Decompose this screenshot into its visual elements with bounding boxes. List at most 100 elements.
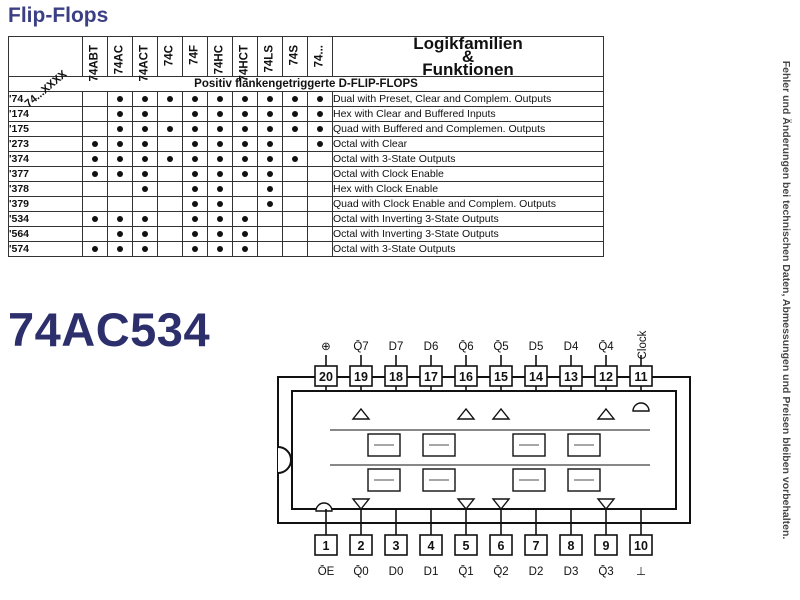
available-dot xyxy=(267,185,273,192)
available-dot xyxy=(217,200,223,207)
availability-cell xyxy=(282,211,308,227)
availability-cell xyxy=(107,151,133,167)
availability-cell xyxy=(132,106,158,122)
availability-cell xyxy=(207,121,233,137)
available-dot xyxy=(192,95,198,102)
available-dot xyxy=(142,185,148,192)
pin-label: Q̄2 xyxy=(493,565,508,578)
pin-number: 8 xyxy=(568,539,575,553)
availability-cell xyxy=(207,151,233,167)
pin-number: 6 xyxy=(498,539,505,553)
pin-label: ⊕ xyxy=(321,341,331,353)
available-dot xyxy=(217,110,223,117)
availability-cell xyxy=(282,181,308,197)
available-dot xyxy=(192,185,198,192)
availability-cell xyxy=(157,106,183,122)
function-description: Octal with Inverting 3-State Outputs xyxy=(332,211,604,227)
available-dot xyxy=(292,155,298,162)
family-header: 74ABT xyxy=(82,36,108,81)
pin-18 xyxy=(384,365,408,387)
output-buffer xyxy=(491,407,511,420)
pin-number: 4 xyxy=(428,539,435,553)
availability-cell xyxy=(107,211,133,227)
availability-cell xyxy=(157,181,183,197)
availability-cell xyxy=(232,166,258,182)
availability-cell xyxy=(307,166,333,182)
availability-cell xyxy=(257,151,283,167)
availability-cell xyxy=(82,151,108,167)
device-code: '574 xyxy=(8,241,83,257)
available-dot xyxy=(217,185,223,192)
available-dot xyxy=(242,140,248,147)
availability-cell xyxy=(182,136,208,152)
available-dot xyxy=(142,95,148,102)
header-logikfamilien: Logikfamilien & Funktionen xyxy=(332,35,604,78)
available-dot xyxy=(317,125,323,132)
pin-label: D5 xyxy=(529,341,544,353)
availability-cell xyxy=(182,121,208,137)
pin-8 xyxy=(559,534,583,556)
family-header: 74LS xyxy=(257,36,283,77)
availability-cell xyxy=(232,151,258,167)
available-dot xyxy=(192,200,198,207)
ic-inner-frame xyxy=(291,390,677,510)
availability-cell xyxy=(257,181,283,197)
availability-cell xyxy=(257,91,283,107)
availability-cell xyxy=(232,181,258,197)
availability-cell xyxy=(157,226,183,242)
available-dot xyxy=(167,95,173,102)
availability-cell xyxy=(232,196,258,212)
available-dot xyxy=(117,230,123,237)
available-dot xyxy=(142,245,148,252)
output-buffer xyxy=(491,498,511,511)
pin-label: D7 xyxy=(389,341,404,353)
device-code: '379 xyxy=(8,196,83,212)
available-dot xyxy=(167,125,173,132)
available-dot xyxy=(117,155,123,162)
available-dot xyxy=(142,155,148,162)
available-dot xyxy=(217,215,223,222)
availability-cell xyxy=(207,181,233,197)
availability-cell xyxy=(132,91,158,107)
pin-number: 7 xyxy=(533,539,540,553)
available-dot xyxy=(167,155,173,162)
family-header: 74HC xyxy=(207,36,233,77)
device-code: '377 xyxy=(8,166,83,182)
availability-cell xyxy=(107,181,133,197)
pin-label: Q̄6 xyxy=(458,340,473,353)
availability-cell xyxy=(157,241,183,257)
pin-number: 9 xyxy=(603,539,610,553)
pin-15 xyxy=(489,365,513,387)
pin-number: 11 xyxy=(634,370,647,384)
function-description: Hex with Clear and Buffered Inputs xyxy=(332,106,604,122)
pin-label: D3 xyxy=(564,566,579,578)
output-buffer xyxy=(456,498,476,511)
availability-cell xyxy=(132,211,158,227)
function-description: Hex with Clock Enable xyxy=(332,181,604,197)
available-dot xyxy=(142,140,148,147)
pin-label: D1 xyxy=(424,566,439,578)
availability-cell xyxy=(282,226,308,242)
pin-4 xyxy=(419,534,443,556)
availability-cell xyxy=(182,106,208,122)
pin-number: 15 xyxy=(494,370,508,384)
pin-7 xyxy=(524,534,548,556)
availability-cell xyxy=(182,241,208,257)
availability-cell xyxy=(182,166,208,182)
availability-cell xyxy=(307,106,333,122)
availability-cell xyxy=(82,181,108,197)
available-dot xyxy=(217,170,223,177)
available-dot xyxy=(217,140,223,147)
availability-cell xyxy=(207,166,233,182)
oe-buffer xyxy=(315,502,333,512)
device-code: '374 xyxy=(8,151,83,167)
available-dot xyxy=(292,110,298,117)
availability-cell xyxy=(257,226,283,242)
availability-cell xyxy=(232,91,258,107)
available-dot xyxy=(267,110,273,117)
availability-cell xyxy=(257,106,283,122)
